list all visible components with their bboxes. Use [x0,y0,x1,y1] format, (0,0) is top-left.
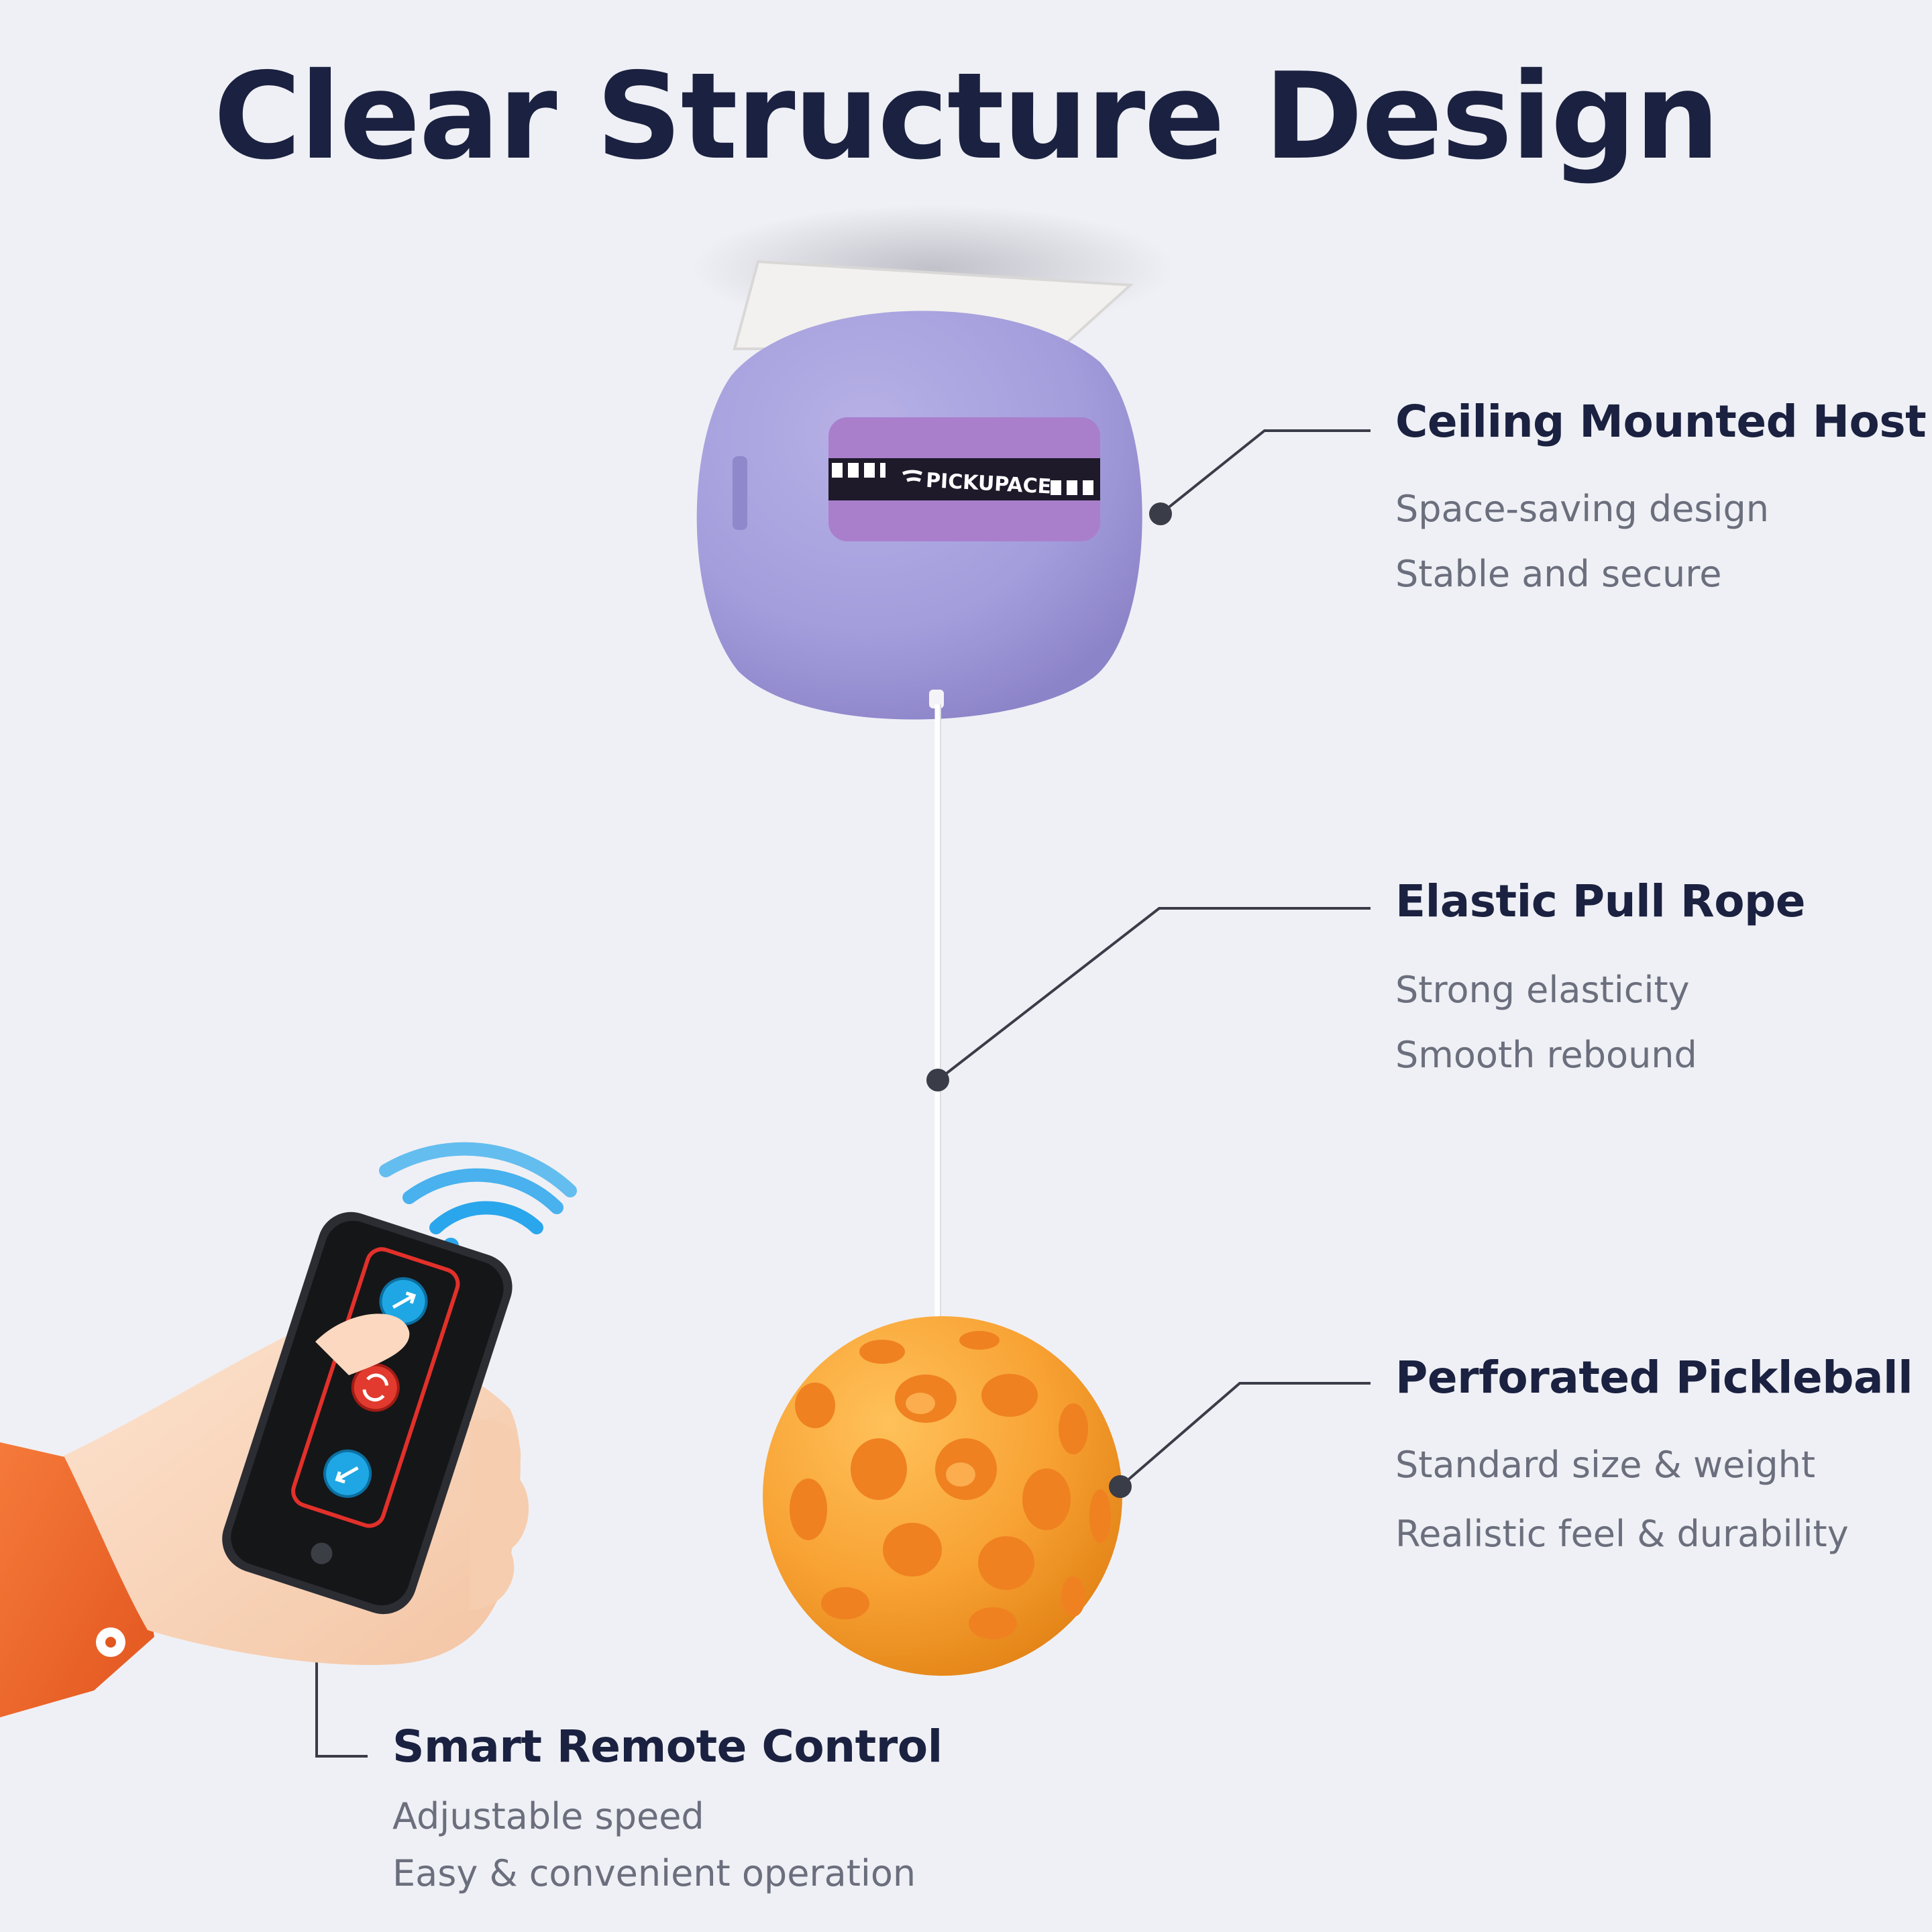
page-title: Clear Structure Design [213,47,1719,186]
ceiling-host: PICKUPACE [691,205,1174,720]
feature-line: Realistic feel & durability [1395,1513,1849,1555]
feature-title: Elastic Pull Rope [1395,875,1806,927]
feature-line: Easy & convenient operation [392,1852,916,1894]
feature-pickleball: Perforated Pickleball Standard size & we… [1395,1352,1913,1555]
feature-line: Strong elasticity [1395,969,1690,1011]
feature-line: Stable and secure [1395,553,1722,595]
fingers [470,1419,529,1610]
feature-elastic-rope: Elastic Pull Rope Strong elasticity Smoo… [1395,875,1806,1076]
brand-logo-icon [902,470,922,482]
remote-power-dot [311,1542,333,1564]
feature-line: Standard size & weight [1395,1444,1816,1486]
feature-line: Smooth rebound [1395,1034,1697,1076]
feature-line: Space-saving design [1395,488,1770,530]
feature-title: Smart Remote Control [392,1721,943,1772]
callout-dot-rope [926,1069,949,1091]
feature-title: Perforated Pickleball [1395,1352,1913,1403]
phone-remote [222,1212,513,1615]
feature-ceiling-host: Ceiling Mounted Host Space-saving design… [1395,396,1927,595]
reset-icon[interactable] [347,1359,405,1417]
rope-outlet [929,690,944,708]
host-side-clip [733,456,747,530]
remote-button-panel [291,1247,460,1528]
callout-host [1159,429,1371,515]
feature-line: Adjustable speed [392,1795,704,1837]
callout-dot-ball [1109,1475,1132,1498]
thumb [315,1313,410,1375]
hand-with-remote [0,1212,529,1717]
feature-remote-control: Smart Remote Control Adjustable speed Ea… [392,1721,943,1894]
callout-dot-host [1149,502,1172,525]
pickleball [763,1316,1122,1676]
callout-ball [1119,1382,1371,1488]
callout-rope [936,907,1371,1081]
feature-title: Ceiling Mounted Host [1395,396,1927,447]
speed-down-icon[interactable] [319,1445,376,1503]
signal-waves-icon [379,1142,577,1234]
